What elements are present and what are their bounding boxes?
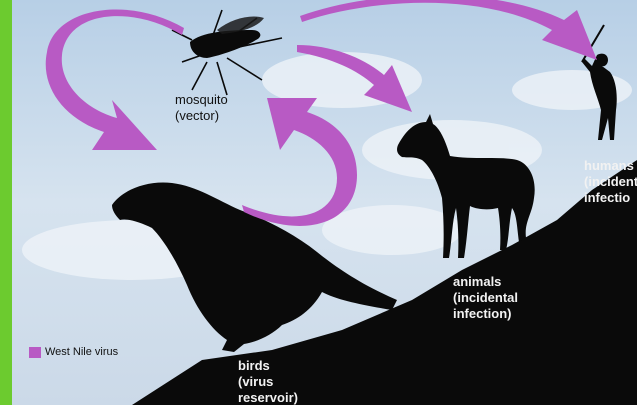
legend-swatch xyxy=(29,347,41,358)
mosquito-role-label: (vector) xyxy=(175,108,219,124)
humans-role-label-2: infectio xyxy=(584,190,630,206)
legend-label: West Nile virus xyxy=(45,346,118,358)
humans-role-label-1: (incident xyxy=(584,174,637,190)
birds-label: birds xyxy=(238,358,270,374)
mosquito-label: mosquito xyxy=(175,92,228,108)
animals-role-label-1: (incidental xyxy=(453,290,518,306)
legend: West Nile virus xyxy=(29,346,118,358)
humans-label: humans xyxy=(584,158,634,174)
birds-role-label-2: reservoir) xyxy=(238,390,298,405)
diagram-panel: mosquito (vector) birds (virus reservoir… xyxy=(12,0,637,405)
birds-role-label-1: (virus xyxy=(238,374,273,390)
animals-role-label-2: infection) xyxy=(453,306,512,322)
diagram-canvas xyxy=(12,0,637,405)
animals-label: animals xyxy=(453,274,501,290)
